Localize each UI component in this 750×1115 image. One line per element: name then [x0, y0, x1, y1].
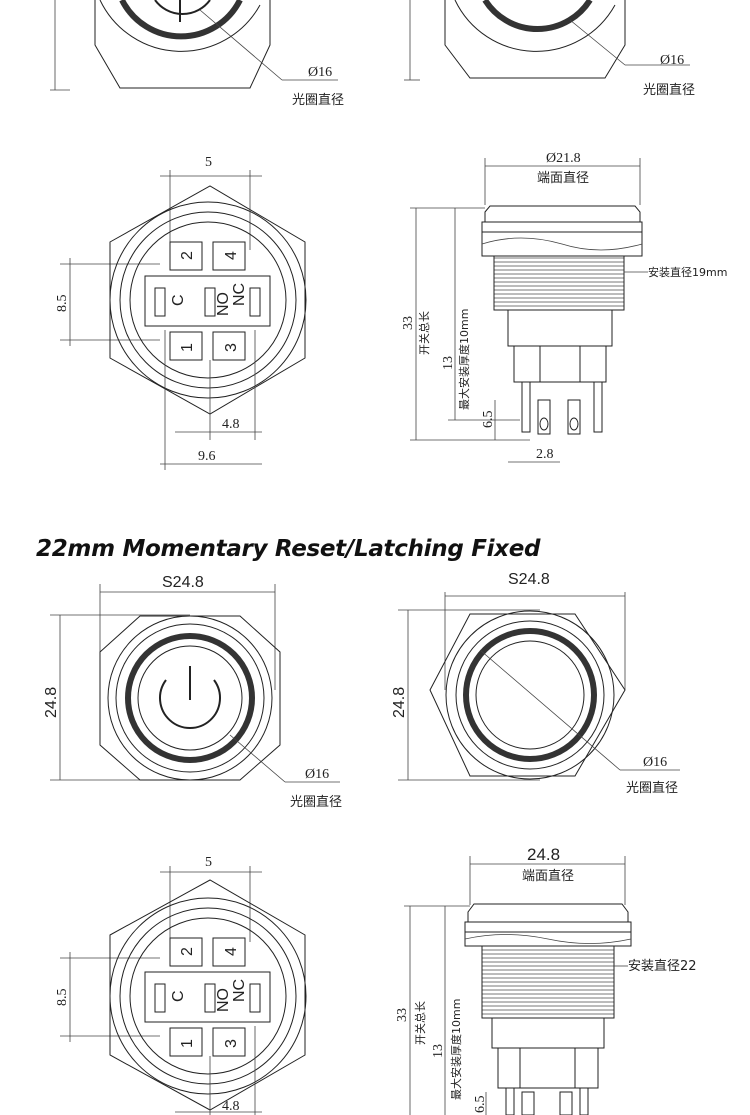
top-side-thickness-caption: 最大安装厚度10mm: [457, 309, 471, 410]
bottom-rear-spacing-side: 8.5: [55, 989, 70, 1007]
top-ring-led-caption: 光圈直径: [643, 83, 695, 98]
bottom-rear-view: 5 8.5 2 4 1 3 C NO NC 4.8: [55, 855, 307, 1115]
top-side-head-caption: 端面直径: [537, 171, 589, 186]
top-rear-spacing-bottom1: 4.8: [222, 417, 240, 432]
top-terminal-nc: NC: [231, 283, 248, 306]
bottom-terminal-1: 1: [179, 1039, 196, 1048]
bottom-ring-led-caption: 光圈直径: [626, 781, 678, 796]
top-terminal-no: NO: [215, 292, 232, 316]
bottom-front-height: 24.8: [43, 687, 60, 718]
top-ring-led-diameter: Ø16: [660, 53, 684, 68]
top-side-thickness: 13: [441, 356, 456, 370]
top-terminal-1: 1: [179, 343, 196, 352]
bottom-terminal-3: 3: [223, 1039, 240, 1048]
bottom-ring-led-diameter: Ø16: [643, 755, 667, 770]
top-front-view: Ø16 光圈直径: [50, 0, 344, 108]
top-terminal-4: 4: [223, 251, 240, 260]
bottom-side-total-caption: 开关总长: [413, 1001, 427, 1045]
bottom-front-led-diameter: Ø16: [305, 767, 329, 782]
top-terminal-3: 3: [223, 343, 240, 352]
bottom-rear-spacing-top: 5: [205, 855, 212, 870]
top-side-total-length: 33: [401, 316, 416, 330]
bottom-terminal-2: 2: [179, 947, 196, 956]
bottom-side-total-length: 33: [395, 1008, 410, 1022]
bottom-ring-width: S24.8: [508, 571, 550, 588]
bottom-side-thickness-caption: 最大安装厚度10mm: [449, 999, 463, 1100]
bottom-terminal-4: 4: [223, 947, 240, 956]
top-front-led-caption: 光圈直径: [292, 93, 344, 108]
top-side-pin-length: 6.5: [481, 411, 496, 429]
bottom-terminal-no: NO: [215, 988, 232, 1012]
bottom-front-led-caption: 光圈直径: [290, 795, 342, 810]
top-rear-spacing-bottom2: 9.6: [198, 449, 216, 464]
top-rear-view: 5 8.5 2 4 1 3 C NO NC 4.8 9.6: [55, 155, 307, 470]
bottom-front-width: S24.8: [162, 574, 204, 591]
bottom-side-pin-length: 6.5: [473, 1096, 488, 1114]
bottom-ring-view: S24.8 24.8 Ø16 光圈直径: [391, 571, 680, 796]
bottom-side-mount-caption: 安装直径22: [628, 959, 697, 974]
bottom-side-view: 24.8 端面直径 安装直径22 33 开关总长 13 最大安装厚度10mm 6…: [395, 845, 697, 1115]
bottom-side-head-diameter: 24.8: [527, 845, 560, 864]
top-side-view: Ø21.8 端面直径 安装直径19mm 33 开关总长 13 最大安装厚度10m…: [401, 151, 727, 463]
bottom-terminal-nc: NC: [231, 979, 248, 1002]
bottom-terminal-c: C: [170, 990, 187, 1002]
top-terminal-2: 2: [179, 251, 196, 260]
top-front-led-diameter: Ø16: [308, 65, 332, 80]
top-rear-spacing-top: 5: [205, 155, 212, 170]
top-side-pin-width: 2.8: [536, 447, 554, 462]
top-side-total-caption: 开关总长: [417, 311, 431, 355]
top-side-mount-caption: 安装直径19mm: [648, 265, 727, 279]
top-terminal-c: C: [170, 294, 187, 306]
top-rear-spacing-side: 8.5: [55, 295, 70, 313]
bottom-rear-spacing-bottom1: 4.8: [222, 1099, 240, 1114]
bottom-side-head-caption: 端面直径: [522, 869, 574, 884]
bottom-front-view: S24.8 24.8 Ø16 光圈直径: [43, 574, 342, 810]
top-side-head-diameter: Ø21.8: [546, 151, 581, 166]
top-ring-view: Ø16 光圈直径: [404, 0, 695, 98]
bottom-side-thickness: 13: [431, 1044, 446, 1058]
bottom-ring-height: 24.8: [391, 687, 408, 718]
section-title: 22mm Momentary Reset/Latching Fixed: [36, 536, 541, 562]
